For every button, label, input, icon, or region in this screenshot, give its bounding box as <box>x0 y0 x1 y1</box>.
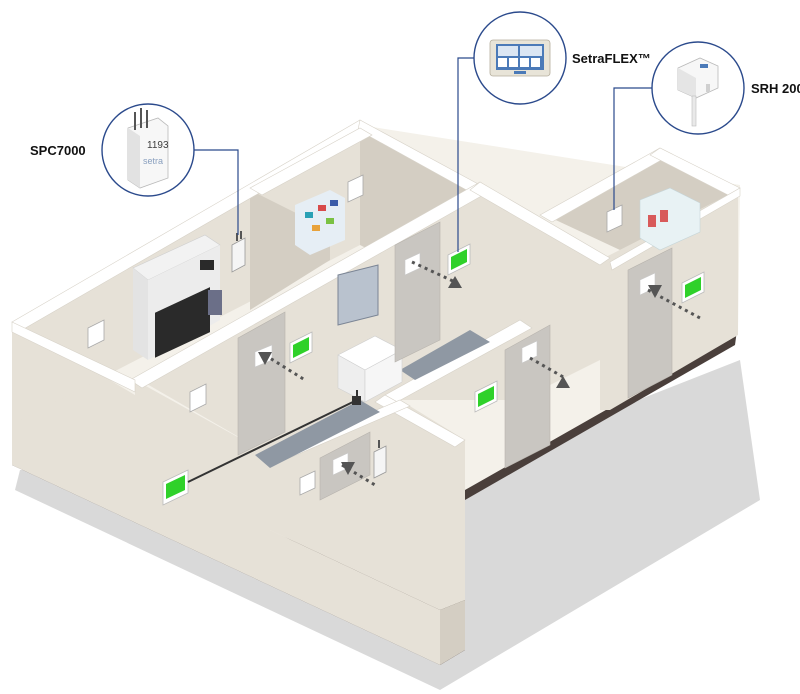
front-wall-end <box>440 600 465 665</box>
connector-end <box>352 396 361 405</box>
pressure-monitor-icon: 1193 setra <box>127 108 169 189</box>
setraflex-callout <box>473 11 567 105</box>
spc7000-device-text: setra <box>143 156 163 166</box>
touchscreen-controller-icon <box>489 39 551 77</box>
direction-arrow-icon <box>258 276 662 475</box>
srh200-callout <box>651 41 745 135</box>
wall-sensors <box>87 174 623 496</box>
refrigerator <box>639 187 701 251</box>
spc7000-readout: 1193 <box>147 140 169 151</box>
humidity-sensor-icon <box>677 57 719 127</box>
fume-hood <box>132 234 222 360</box>
spc7000-callout: 1193 setra <box>101 103 195 197</box>
callout-lines <box>188 57 652 252</box>
srh200-label: SRH 200 <box>751 81 800 96</box>
green-indicator-panels <box>162 243 705 506</box>
door-sensor-boxes <box>254 252 656 476</box>
spc7000-label: SPC7000 <box>30 143 86 158</box>
spc7000-wall-device <box>231 231 387 479</box>
corridor-tiles <box>255 330 490 468</box>
setraflex-label: SetraFLEX™ <box>572 51 651 66</box>
storage-shelves <box>295 190 345 255</box>
left-outer-wall <box>12 322 440 665</box>
front-wall-right <box>270 400 465 610</box>
